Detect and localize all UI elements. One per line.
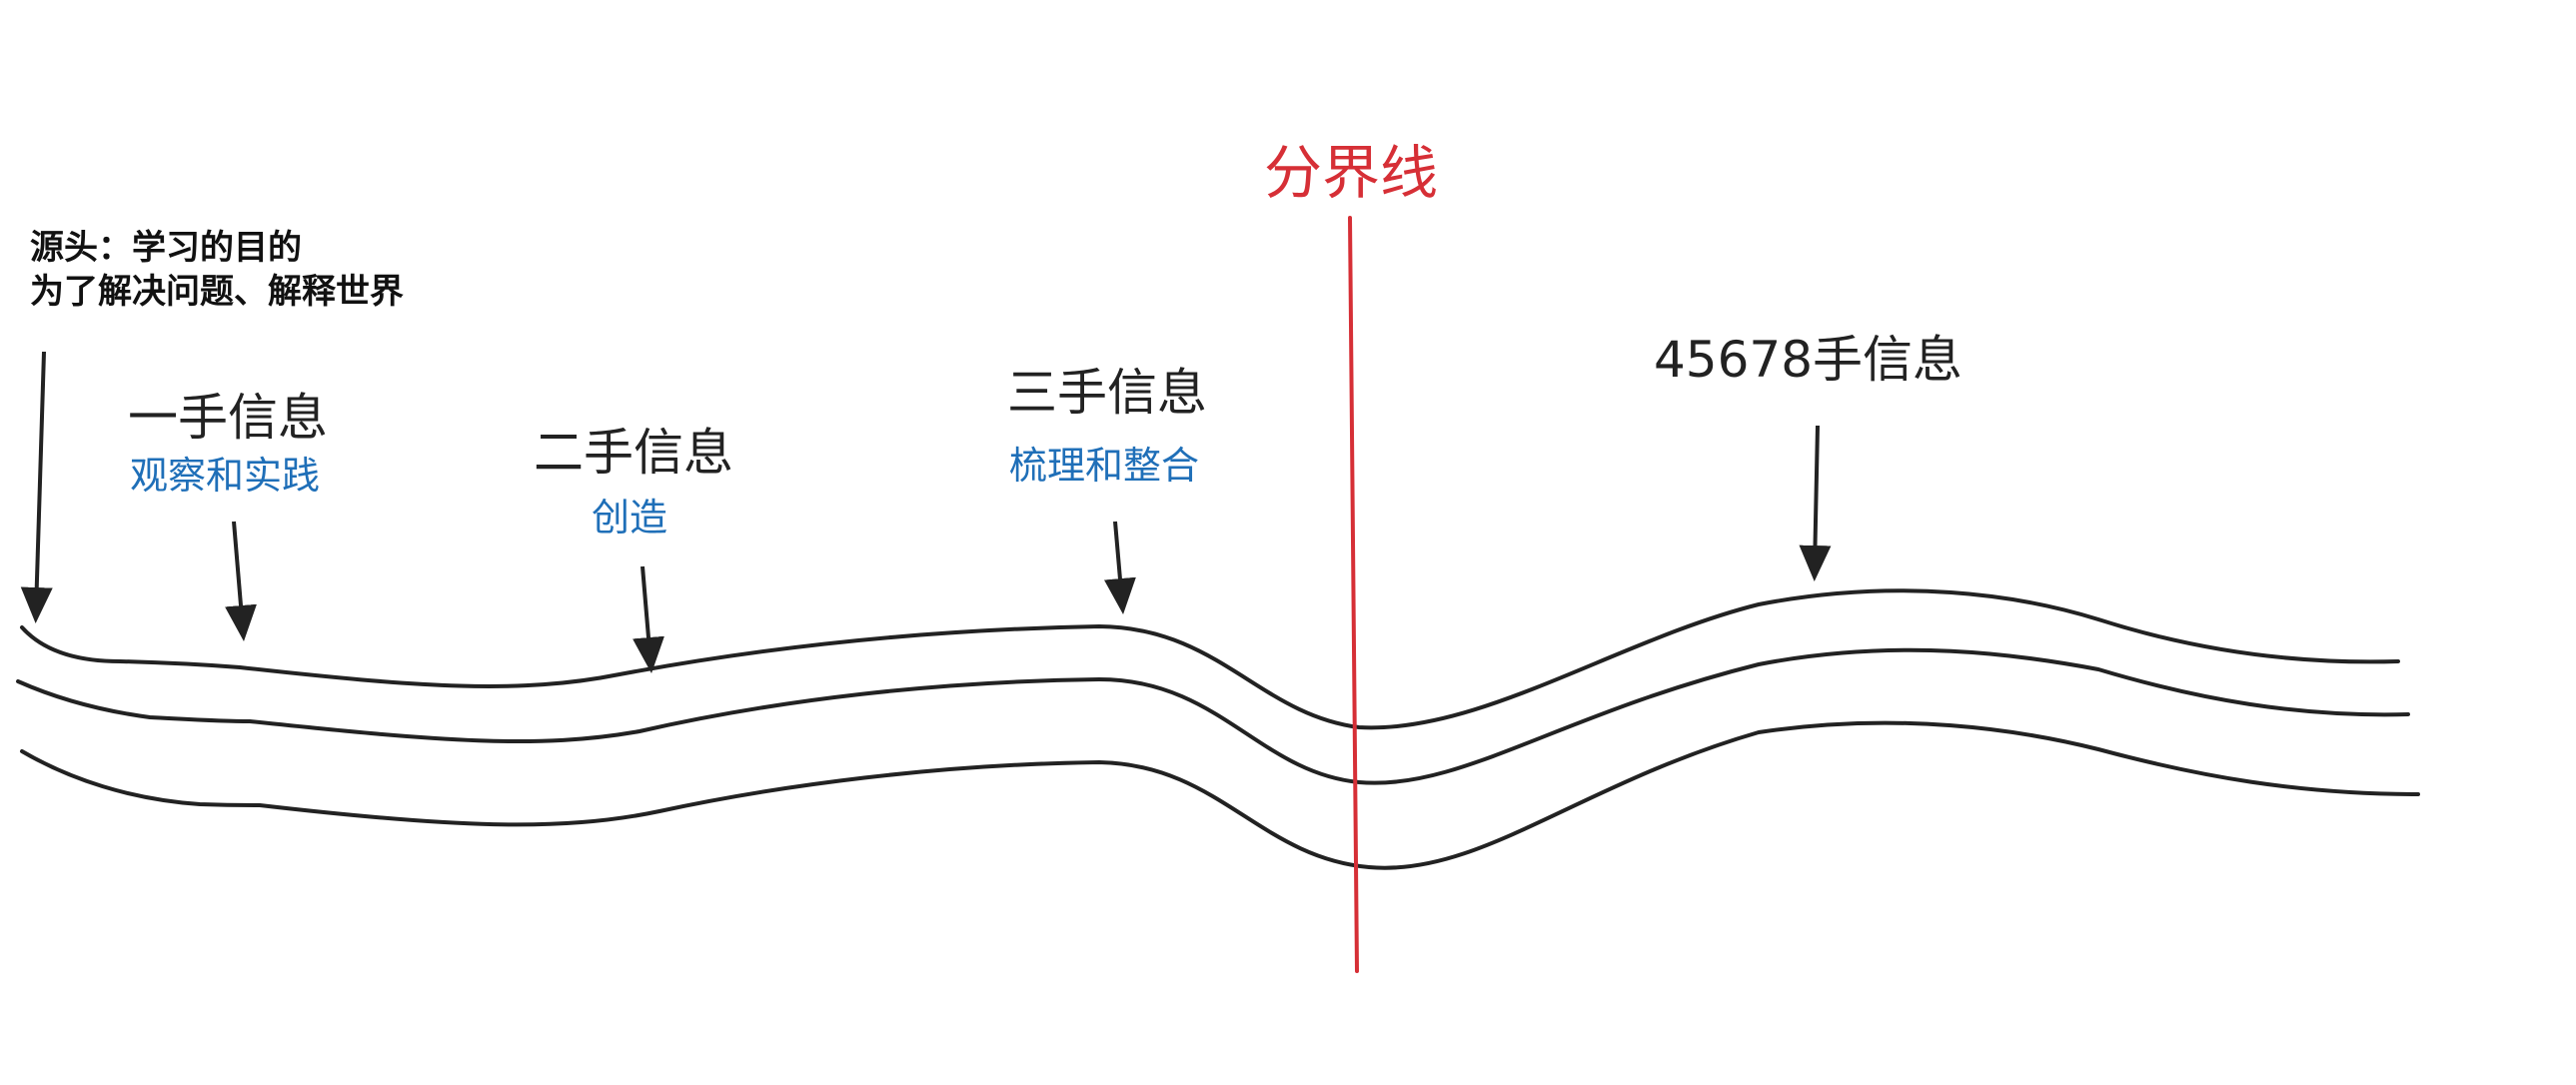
arrow-source (20, 351, 53, 623)
arrow-stage-3 (1103, 521, 1136, 614)
arrow-stage-1 (225, 521, 257, 641)
divider-line (1348, 216, 1359, 973)
river-line-bottom (20, 720, 2420, 870)
stage-4-title: 45678手信息 (1654, 331, 1963, 389)
divider-label: 分界线 (1264, 139, 1439, 207)
arrow-stage-4 (1799, 425, 1832, 581)
source-line-1: 源头：学习的目的 (30, 228, 302, 268)
source-line-2: 为了解决问题、解释世界 (30, 272, 404, 313)
stage-3-subtitle: 梳理和整合 (1009, 444, 1200, 488)
stage-2-subtitle: 创造 (592, 496, 668, 540)
arrow-stage-2 (633, 565, 664, 673)
stage-1-title: 一手信息 (128, 389, 328, 447)
river-line-top (20, 588, 2400, 730)
river-band (16, 588, 2420, 870)
stage-3-title: 三手信息 (1007, 364, 1207, 422)
source-annotation: 源头：学习的目的 为了解决问题、解释世界 (30, 226, 404, 314)
pointer-arrows (20, 351, 1832, 673)
stage-2-title: 二手信息 (534, 424, 733, 482)
stage-1-subtitle: 观察和实践 (130, 454, 321, 498)
river-line-middle (16, 647, 2410, 785)
